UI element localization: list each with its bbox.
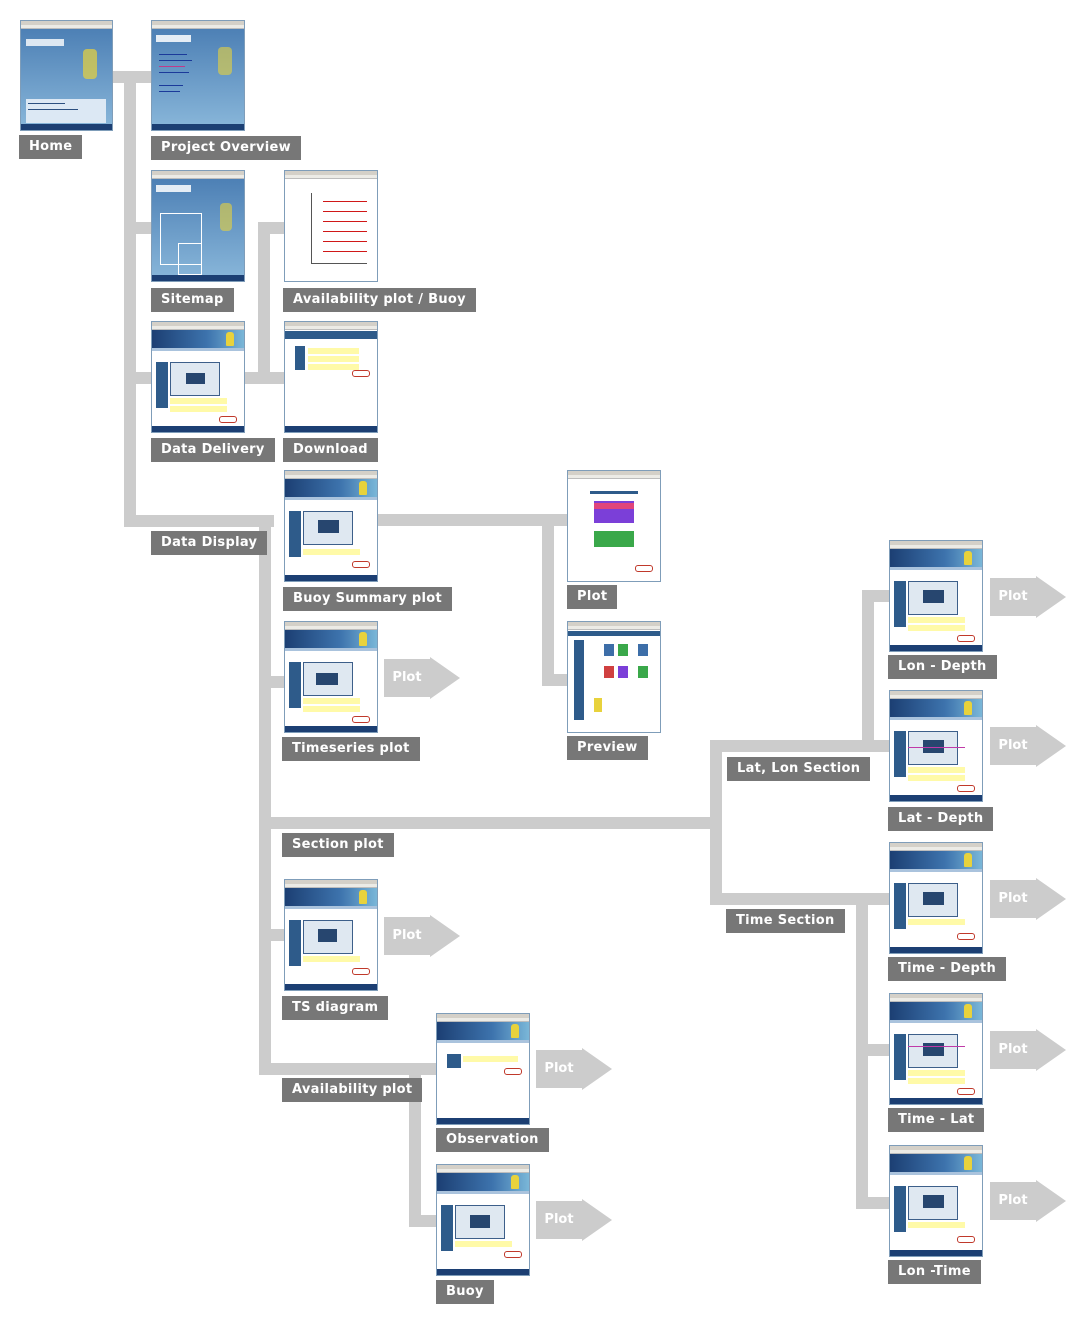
plot-arrow-label: Plot (384, 659, 430, 697)
availability-plot-buoy-thumbnail[interactable] (284, 170, 378, 282)
label-plot-page[interactable]: Plot (567, 585, 618, 609)
connector (856, 1044, 890, 1056)
label-buoy-summary-plot[interactable]: Buoy Summary plot (283, 587, 452, 611)
label-time-depth[interactable]: Time - Depth (888, 957, 1007, 981)
lon-depth-thumbnail[interactable] (889, 540, 983, 652)
plot-arrow-label: Plot (536, 1201, 582, 1239)
plot-arrow-label: Plot (990, 727, 1036, 765)
label-data-display[interactable]: Data Display (151, 531, 268, 555)
plot-arrow-label: Plot (384, 917, 430, 955)
plot-arrow-label: Plot (536, 1050, 582, 1088)
connector (409, 1215, 437, 1227)
label-data-delivery[interactable]: Data Delivery (151, 438, 275, 462)
connector (258, 222, 285, 234)
ts-diagram-thumbnail[interactable] (284, 879, 378, 991)
connector (258, 222, 270, 384)
connector (862, 590, 890, 602)
download-thumbnail[interactable] (284, 321, 378, 433)
label-section-plot[interactable]: Section plot (282, 833, 394, 857)
connector (542, 514, 554, 686)
connector (710, 740, 722, 900)
label-time-section[interactable]: Time Section (726, 909, 845, 933)
lon-time-thumbnail[interactable] (889, 1145, 983, 1257)
connector (542, 674, 568, 686)
buoy-summary-plot-thumbnail[interactable] (284, 470, 378, 582)
preview-thumbnail[interactable] (567, 621, 661, 733)
label-buoy[interactable]: Buoy (436, 1280, 494, 1304)
connector (259, 676, 285, 688)
data-delivery-thumbnail[interactable] (151, 321, 245, 433)
label-availability-plot[interactable]: Availability plot (282, 1078, 423, 1102)
label-lon-depth[interactable]: Lon - Depth (888, 655, 997, 679)
connector (378, 514, 568, 526)
label-project-overview[interactable]: Project Overview (151, 136, 301, 160)
label-availability-plot-buoy[interactable]: Availability plot / Buoy (283, 288, 476, 312)
time-depth-thumbnail[interactable] (889, 842, 983, 954)
connector (124, 222, 152, 234)
plot-arrow-label: Plot (990, 1031, 1036, 1069)
buoy-thumbnail[interactable] (436, 1164, 530, 1276)
label-timeseries-plot[interactable]: Timeseries plot (282, 737, 420, 761)
connector (259, 515, 271, 1075)
connector (409, 1063, 421, 1227)
label-lon-time[interactable]: Lon -Time (888, 1260, 981, 1284)
project-overview-thumbnail[interactable] (151, 20, 245, 131)
connector (124, 372, 152, 384)
observation-thumbnail[interactable] (436, 1013, 530, 1125)
connector (710, 740, 890, 752)
connector (862, 590, 874, 752)
connector (124, 515, 274, 527)
label-observation[interactable]: Observation (436, 1128, 549, 1152)
sitemap-thumbnail[interactable] (151, 170, 245, 282)
time-lat-thumbnail[interactable] (889, 993, 983, 1105)
connector (124, 71, 136, 527)
connector (259, 929, 285, 941)
connector (710, 893, 860, 905)
plot-arrow-label: Plot (990, 1182, 1036, 1220)
plot-arrow-label: Plot (990, 880, 1036, 918)
label-home[interactable]: Home (19, 135, 83, 159)
plot-arrow-label: Plot (990, 578, 1036, 616)
connector (856, 893, 890, 905)
label-lat-lon-section[interactable]: Lat, Lon Section (727, 757, 871, 781)
home-page-thumbnail[interactable] (20, 20, 113, 131)
connector (259, 1063, 437, 1075)
label-download[interactable]: Download (283, 438, 378, 462)
connector (856, 1197, 890, 1209)
connector (259, 817, 719, 829)
plot-page-thumbnail[interactable] (567, 470, 661, 582)
label-time-lat[interactable]: Time - Lat (888, 1108, 985, 1132)
label-ts-diagram[interactable]: TS diagram (282, 996, 389, 1020)
timeseries-plot-thumbnail[interactable] (284, 621, 378, 733)
lat-depth-thumbnail[interactable] (889, 690, 983, 802)
label-lat-depth[interactable]: Lat - Depth (888, 807, 994, 831)
label-preview[interactable]: Preview (567, 736, 648, 760)
label-sitemap[interactable]: Sitemap (151, 288, 234, 312)
